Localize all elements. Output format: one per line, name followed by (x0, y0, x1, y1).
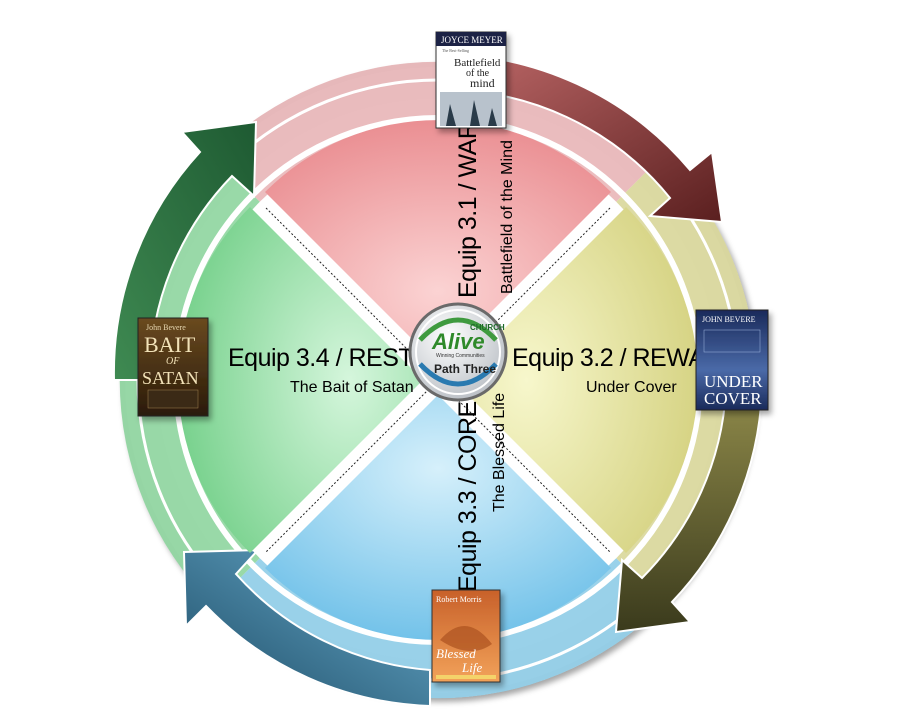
segment-war (265, 120, 611, 365)
book-restore-title3: SATAN (142, 368, 199, 388)
book-war-title2: of the (466, 68, 490, 79)
cycle-arrows (112, 52, 764, 708)
hub-path: Path Three (434, 362, 496, 376)
arrow-core-to-restore (182, 548, 431, 708)
book-reward-author: JOHN BEVERE (702, 315, 756, 324)
segment-war-title: Equip 3.1 / WAR (454, 122, 482, 298)
segment-reward-subtitle: Under Cover (586, 379, 677, 396)
label-core: Equip 3.3 / CORE The Blessed Life (454, 393, 508, 592)
segment-core (265, 395, 611, 640)
book-battlefield-of-the-mind: JOYCE MEYER The Best-Selling Battlefield… (435, 31, 507, 129)
book-core-author: Robert Morris (436, 595, 482, 604)
book-reward-title2: COVER (704, 389, 762, 408)
book-reward-title1: UNDER (704, 372, 763, 391)
book-war-line: The Best-Selling (442, 48, 469, 53)
hub-brand-top: CHURCH (470, 323, 505, 332)
hub-brand: Alive (431, 329, 485, 354)
arrow-reward-to-core (614, 389, 764, 634)
center-hub: CHURCH Alive Winning Communities Path Th… (408, 302, 508, 402)
book-core-title1: Blessed (436, 646, 476, 661)
segment-core-title: Equip 3.3 / CORE (454, 401, 482, 592)
book-the-bait-of-satan: John Bevere BAIT OF SATAN (137, 317, 209, 417)
book-under-cover: JOHN BEVERE UNDER COVER (695, 309, 769, 411)
book-restore-author: John Bevere (146, 323, 186, 332)
book-the-blessed-life: Robert Morris Blessed Life (431, 589, 501, 683)
book-war-title1: Battlefield (454, 57, 501, 69)
segment-restore-subtitle: The Bait of Satan (290, 379, 414, 396)
arrow-restore-to-war (112, 120, 258, 381)
hub-tagline: Winning Communities (436, 353, 485, 359)
book-core-title2: Life (461, 660, 482, 675)
segment-reward (453, 207, 698, 553)
segment-core-subtitle: The Blessed Life (491, 393, 508, 512)
book-restore-title1: BAIT (144, 332, 196, 357)
book-restore-title2: OF (166, 356, 180, 367)
label-war: Equip 3.1 / WAR Battlefield of the Mind (454, 122, 516, 298)
segment-war-subtitle: Battlefield of the Mind (499, 140, 516, 294)
book-war-author: JOYCE MEYER (441, 35, 503, 45)
segment-restore (178, 207, 423, 553)
book-war-title3: mind (470, 76, 495, 90)
arrow-war-to-reward (437, 52, 724, 224)
